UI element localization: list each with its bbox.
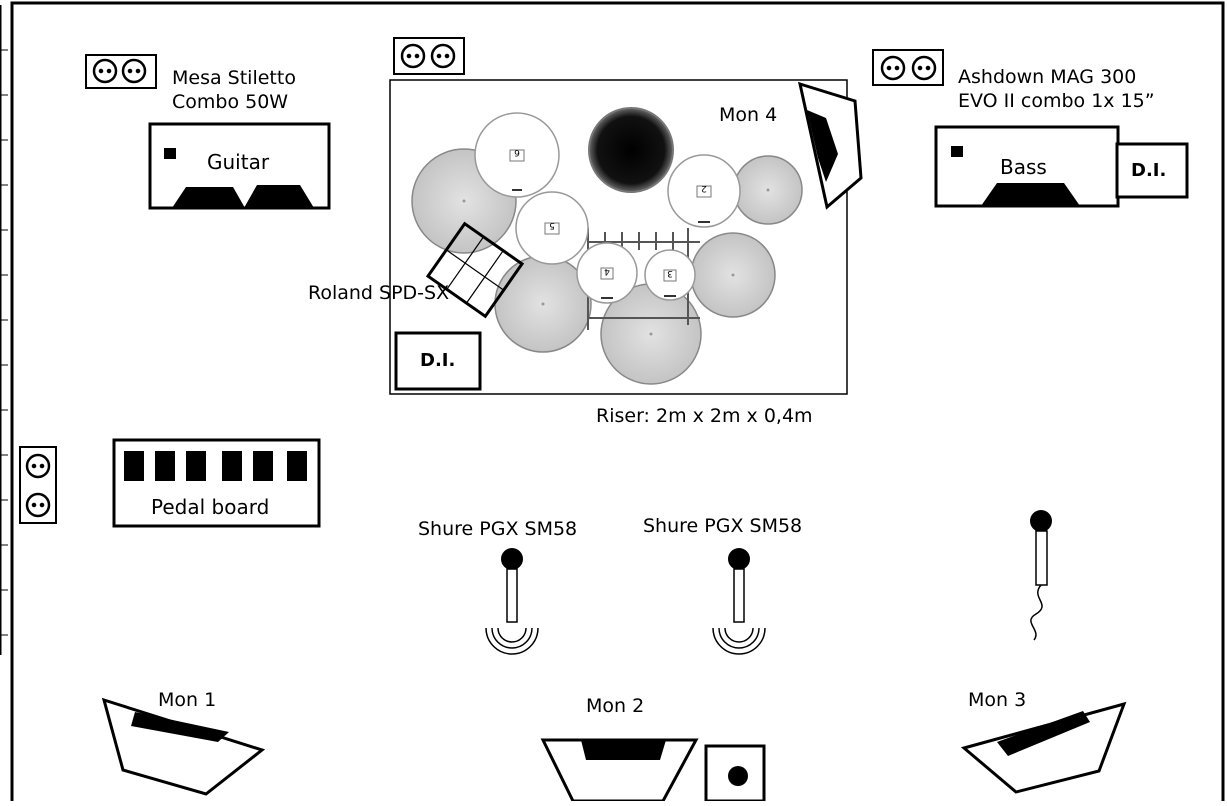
guitar-amp-model-line1: Mesa Stiletto [172, 67, 296, 89]
wireless-signal-icon [712, 627, 766, 655]
cymbal [733, 155, 803, 225]
drum-di-box [394, 331, 482, 391]
guitar-amp-model: Mesa Stiletto Combo 50W [172, 67, 296, 115]
speaker-icon [704, 744, 766, 803]
pedal-board [112, 438, 321, 528]
stage-border [10, 1, 1225, 806]
guitar-amp [148, 122, 331, 210]
guitar-amp-model-line2: Combo 50W [172, 90, 289, 113]
tom-label: 6 [514, 147, 520, 157]
pedal-board-label: Pedal board [151, 495, 270, 519]
roland-spd-sx-label: Roland SPD-SX [308, 282, 450, 304]
tom-2: 2 [667, 154, 741, 228]
wireless-mic-2 [728, 548, 750, 623]
wireless-signal-icon [485, 627, 539, 655]
wired-mic [1030, 510, 1052, 586]
bass-amp [934, 125, 1120, 208]
tom-5: 5 [515, 191, 589, 265]
kick-drum [588, 107, 674, 193]
drum-di-label: D.I. [420, 350, 456, 371]
tom-label: 3 [667, 268, 673, 278]
tom-label: 5 [549, 220, 555, 230]
left-edge-marks [0, 5, 8, 655]
guitar-amp-label: Guitar [207, 150, 270, 174]
monitor-3-wedge [960, 701, 1127, 794]
tom-4: 4 [576, 242, 638, 304]
bass-amp-label: Bass [1000, 155, 1047, 179]
power-outlet-icon [872, 49, 944, 86]
cymbal [690, 232, 776, 318]
power-outlet-icon [19, 446, 57, 524]
bass-amp-model: Ashdown MAG 300 EVO II combo 1x 15” [958, 66, 1155, 114]
tom-label: 2 [701, 183, 707, 193]
cable-icon [1030, 584, 1043, 641]
roland-spd-sx-pad [425, 221, 525, 319]
monitor-3-label: Mon 3 [968, 689, 1027, 711]
bass-amp-model-line1: Ashdown MAG 300 [958, 66, 1137, 88]
wireless-mic-1 [501, 548, 523, 623]
bass-di-label: D.I. [1131, 160, 1167, 181]
monitor-2-label: Mon 2 [586, 695, 645, 717]
monitor-4-wedge [797, 81, 863, 210]
tom-label: 4 [604, 266, 610, 276]
tom-3: 3 [644, 249, 696, 301]
monitor-2-wedge [540, 738, 699, 803]
tom-6: 6 [474, 112, 560, 198]
power-outlet-icon [393, 37, 465, 75]
riser-label: Riser: 2m x 2m x 0,4m [596, 405, 813, 427]
bass-amp-model-line2: EVO II combo 1x 15” [958, 89, 1155, 112]
mic-1-label: Shure PGX SM58 [418, 518, 578, 540]
monitor-4-label: Mon 4 [719, 104, 778, 126]
power-outlet-icon [85, 54, 157, 89]
monitor-1-wedge [101, 697, 266, 796]
monitor-1-label: Mon 1 [158, 689, 217, 711]
mic-2-label: Shure PGX SM58 [643, 515, 803, 537]
bass-di-box [1115, 142, 1189, 199]
